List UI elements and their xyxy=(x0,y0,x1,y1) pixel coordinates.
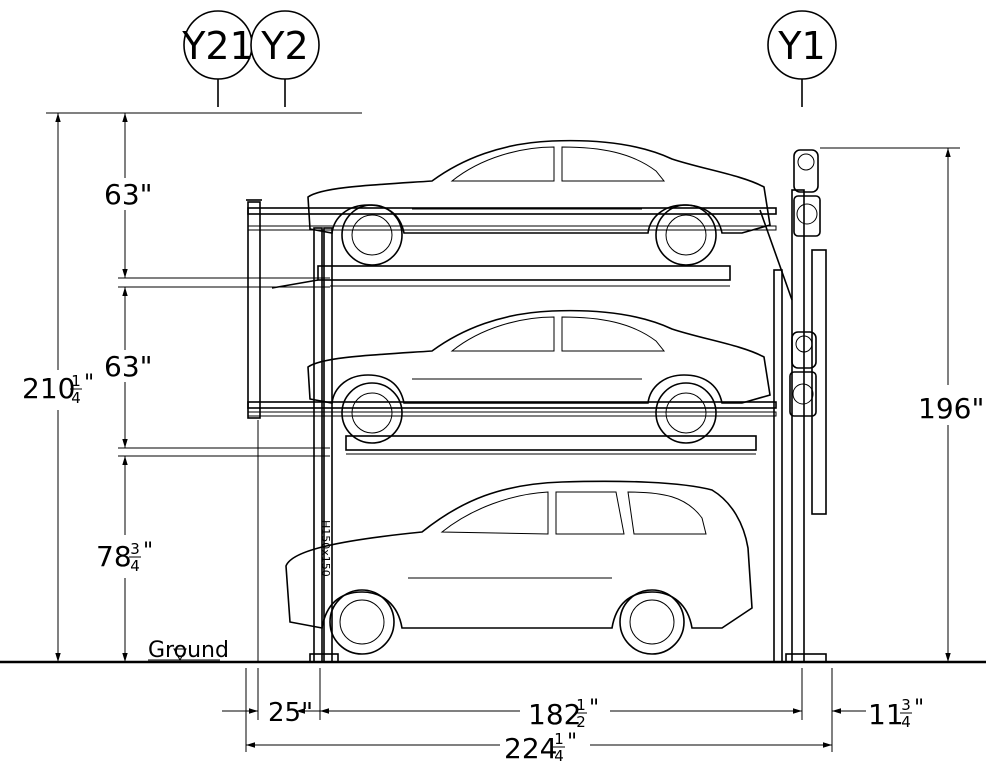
dim-total-height-num: 1 xyxy=(71,372,81,390)
axis-tag-y1-label: Y1 xyxy=(777,24,825,68)
axis-tag-y21-label: Y21 xyxy=(181,24,254,68)
dim-left-offset: 25" xyxy=(268,698,313,728)
svg-text:": " xyxy=(589,696,599,721)
svg-text:": " xyxy=(567,730,577,755)
suv-bottom xyxy=(285,480,753,655)
dim-total-height: 210 1 4 " xyxy=(22,371,94,407)
svg-text:": " xyxy=(84,371,94,396)
axis-tag-y2-label: Y2 xyxy=(260,24,308,68)
dim-total-height-whole: 210 xyxy=(22,372,75,405)
dim-total-length-whole: 224 xyxy=(504,732,557,764)
dim-right-offset-whole: 11 xyxy=(868,698,904,731)
svg-text:": " xyxy=(914,696,924,721)
post-section-label: H150x150 xyxy=(319,520,332,577)
axis-tag-y21: Y21 xyxy=(181,10,254,107)
dim-bottom-level-num: 3 xyxy=(130,540,140,558)
dim-total-length-num: 1 xyxy=(554,730,564,748)
sedan-top xyxy=(307,139,771,266)
dim-bottom-level: 78 3 4 " xyxy=(96,539,153,575)
dim-top-level: 63" xyxy=(104,178,153,211)
svg-text:": " xyxy=(143,539,153,564)
dim-total-height-den: 4 xyxy=(71,389,81,407)
dim-middle-level: 63" xyxy=(104,350,153,383)
dim-span-den: 2 xyxy=(576,713,586,731)
axis-tag-y2: Y2 xyxy=(250,10,320,107)
dim-bottom-level-whole: 78 xyxy=(96,540,132,573)
dim-right-offset-num: 3 xyxy=(901,696,911,714)
machine-height-dimension xyxy=(820,147,960,662)
sedan-middle xyxy=(307,309,771,444)
dim-span-whole: 182 xyxy=(528,698,581,731)
dim-total-length-den: 4 xyxy=(554,747,564,764)
horizontal-dimension-chain xyxy=(222,668,866,752)
dim-machine-height: 196" xyxy=(918,392,984,425)
dim-right-offset: 11 3 4 " xyxy=(868,696,924,731)
dim-bottom-level-den: 4 xyxy=(130,557,140,575)
dim-span: 182 1 2 " xyxy=(528,696,599,731)
dim-total-length: 224 1 4 " xyxy=(504,730,577,764)
ground-line: Ground xyxy=(0,638,986,664)
axis-tag-y1: Y1 xyxy=(767,10,837,107)
ground-label: Ground xyxy=(148,638,229,663)
vertical-dimension-chain xyxy=(46,112,362,662)
dim-span-num: 1 xyxy=(576,696,586,714)
lift-structure: H150x150 xyxy=(246,149,827,663)
dim-right-offset-den: 4 xyxy=(901,713,911,731)
